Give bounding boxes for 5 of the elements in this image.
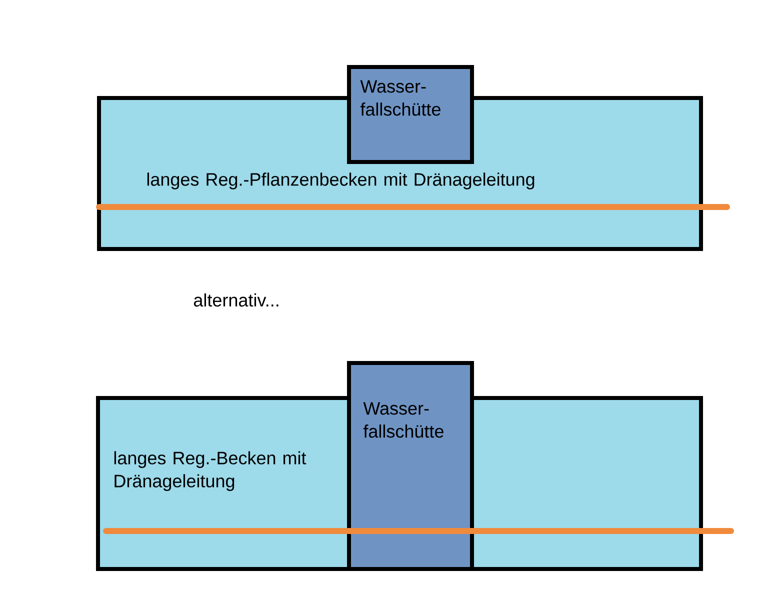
label-text: Wasser- fallschütte [360,80,440,116]
label-text: langes Reg.-Becken mit Dränageleitung [114,451,306,491]
caption-text: alternativ... [194,293,278,307]
label-text: Wasser- fallschütte [363,402,444,438]
label-text: langes Reg.-Pflanzenbecken mit Dränageleitung [147,172,534,190]
